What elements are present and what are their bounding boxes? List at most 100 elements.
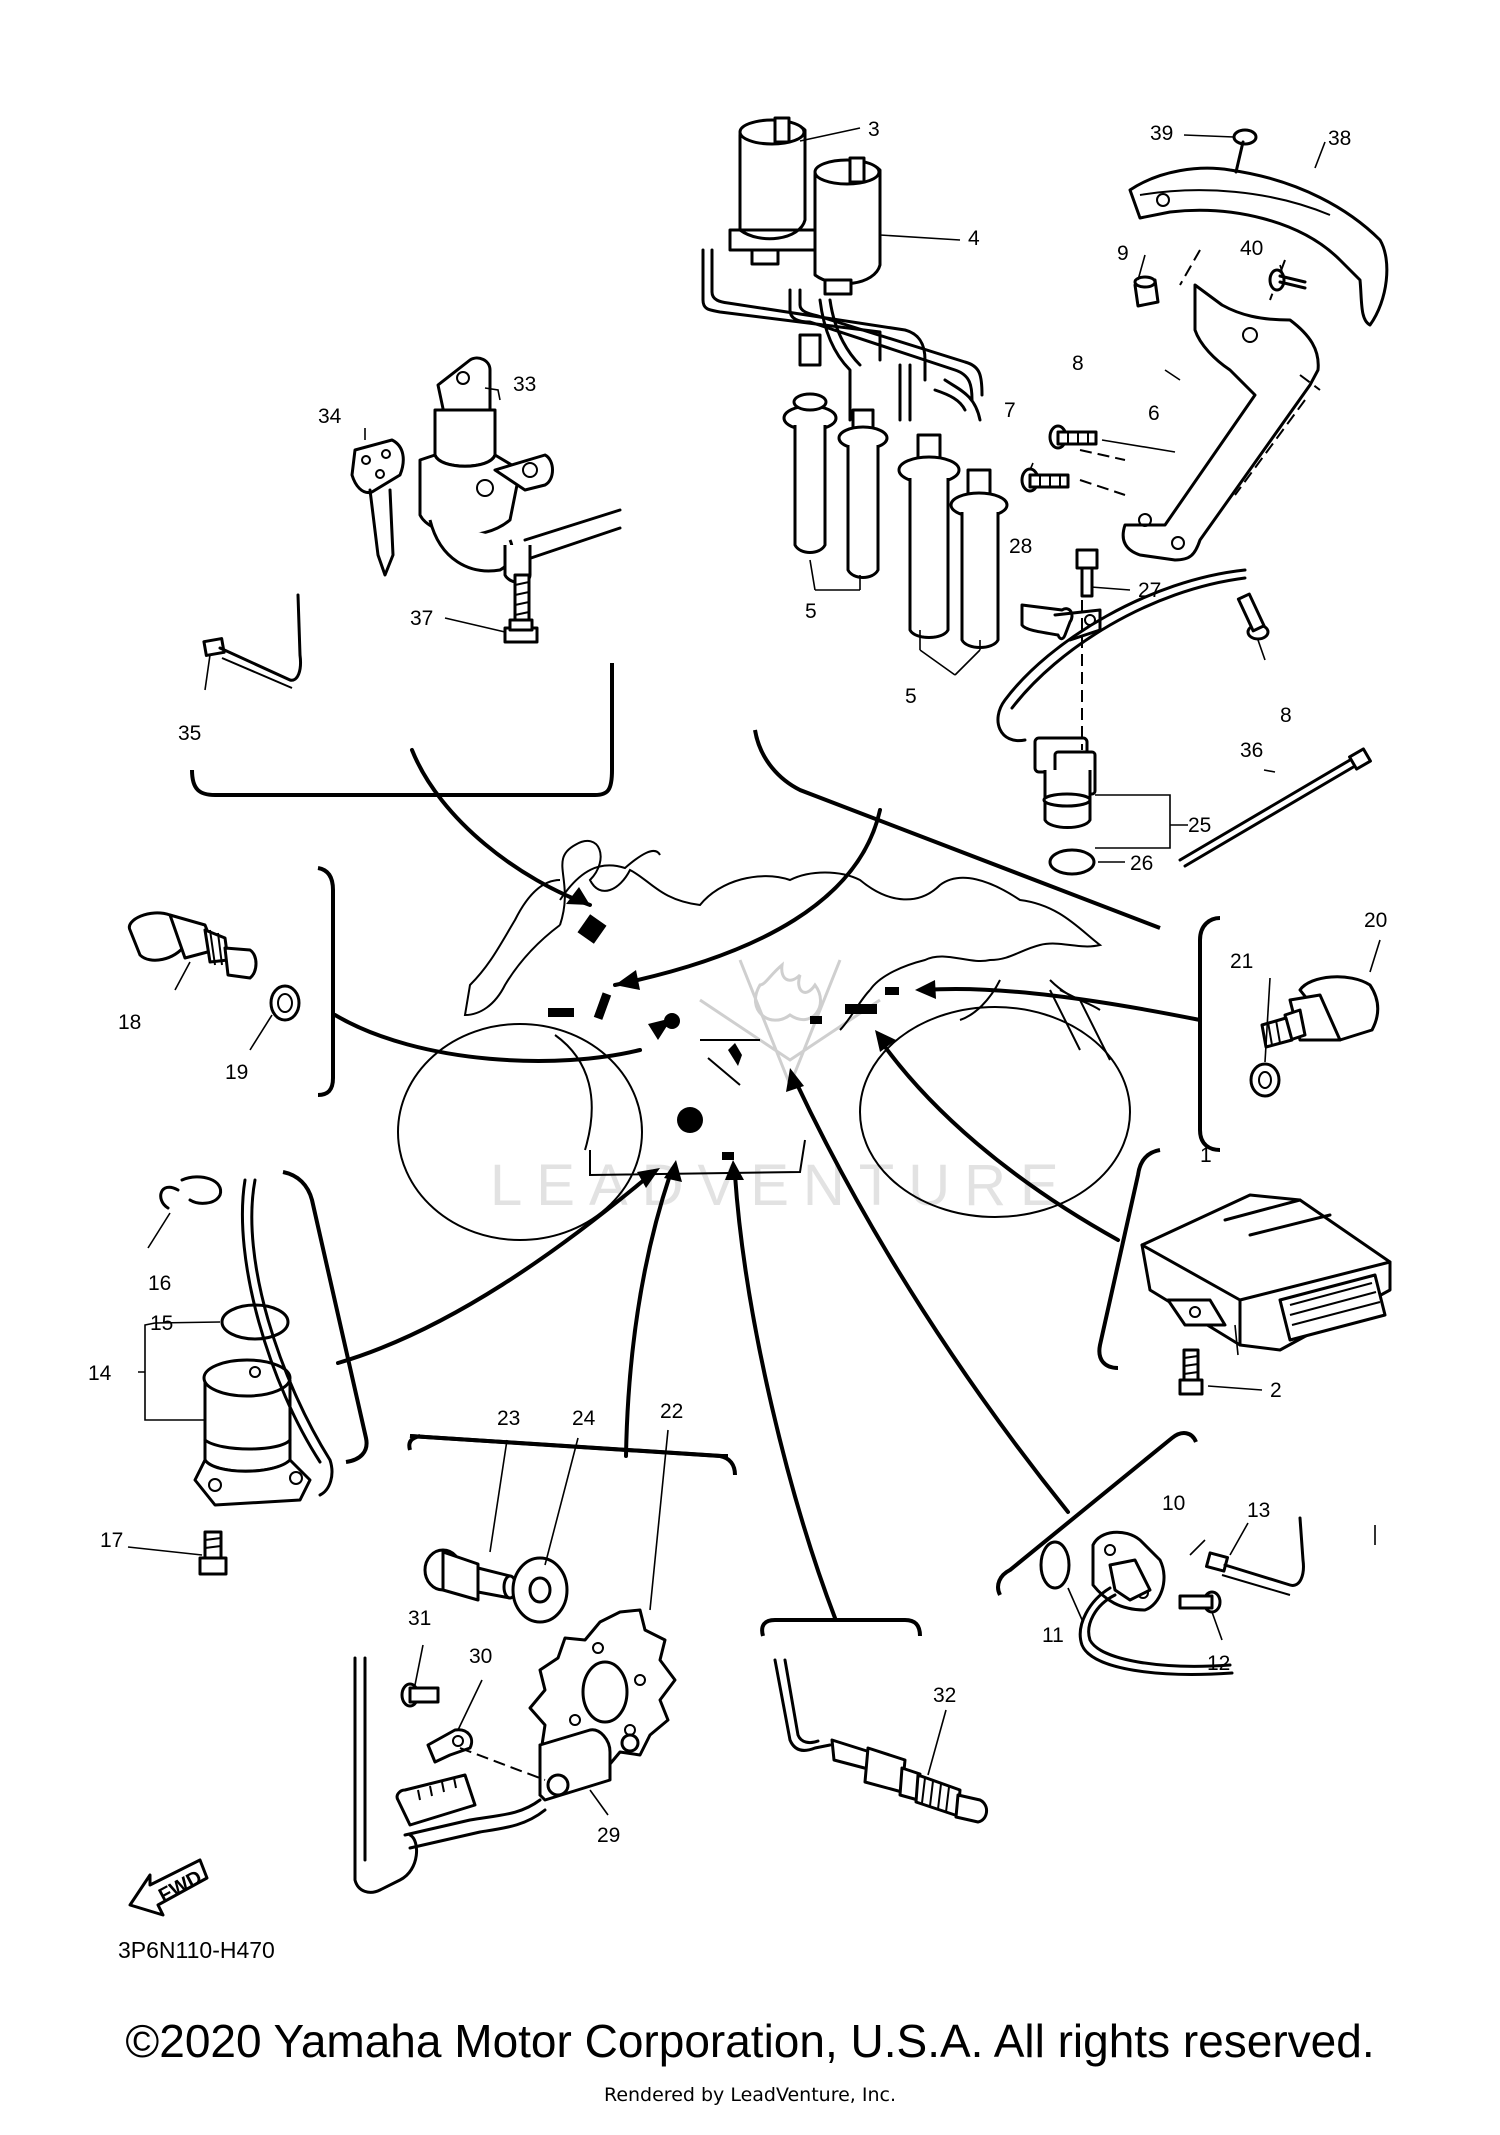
label-part-31: 31	[408, 1607, 431, 1630]
clamp-part-30	[426, 1728, 474, 1764]
bolt-part-17	[198, 1530, 228, 1576]
watermark-text: LEADVENTURE	[490, 1153, 1073, 1218]
bracket-right-middle	[1097, 1148, 1161, 1370]
bolt-part-7	[1020, 467, 1070, 493]
bolt-part-8-upper	[1048, 424, 1098, 450]
label-part-7: 7	[1004, 399, 1016, 422]
label-part-22: 22	[660, 1400, 683, 1423]
marker-7	[677, 1107, 703, 1133]
copyright-notice: ©2020 Yamaha Motor Corporation, U.S.A. A…	[125, 2015, 1375, 2067]
label-part-19: 19	[225, 1061, 248, 1084]
rendered-by-notice: Rendered by LeadVenture, Inc.	[603, 2084, 897, 2106]
bracket-bottom-right	[996, 1431, 1198, 1596]
label-part-20: 20	[1364, 909, 1387, 932]
diagram-code: 3P6N110-H470	[118, 1937, 275, 1963]
plug-cap-2	[837, 408, 889, 579]
o-ring-part-11	[1039, 1540, 1071, 1590]
label-part-26: 26	[1130, 852, 1153, 875]
sensor-group-right	[1249, 975, 1380, 1098]
o2-sensor-part-32	[773, 1658, 988, 1824]
marker-6	[810, 1016, 822, 1024]
sensor-part-20	[1260, 975, 1380, 1049]
callout-lines	[190, 663, 1221, 1637]
label-part-24: 24	[572, 1407, 596, 1430]
callout-bottom-right	[793, 1078, 1070, 1514]
washer-part-24	[511, 1556, 569, 1624]
screw-part-39	[1232, 128, 1258, 174]
sensor-group-left	[127, 911, 301, 1022]
fwd-arrow-icon: FWD	[128, 1858, 209, 1917]
label-part-39: 39	[1150, 122, 1173, 145]
label-part-9: 9	[1117, 242, 1129, 265]
connector-29	[395, 1773, 477, 1827]
label-part-38: 38	[1328, 127, 1351, 150]
label-part-32: 32	[933, 1684, 956, 1707]
bracket-assembly	[1020, 128, 1389, 641]
rear-wheel-outline	[859, 1006, 1131, 1218]
bolt-part-2	[1178, 1348, 1204, 1396]
label-part-5a: 5	[805, 600, 817, 623]
bracket-left-middle	[282, 1170, 369, 1464]
band-part-36	[1178, 747, 1372, 868]
marker-4	[845, 1004, 877, 1014]
screw-part-12	[1178, 1590, 1222, 1614]
label-part-6: 6	[1148, 402, 1160, 425]
label-part-29: 29	[597, 1824, 620, 1847]
clamp-part-28	[1020, 603, 1102, 642]
marker-3	[664, 1013, 680, 1029]
label-part-27: 27	[1138, 579, 1161, 602]
clamp-part-13	[1204, 1516, 1305, 1596]
gasket-part-19	[269, 984, 301, 1022]
label-part-8a: 8	[1072, 352, 1084, 375]
label-part-35: 35	[178, 722, 201, 745]
marker-10	[577, 914, 607, 944]
ignition-coil-part-4	[813, 156, 882, 296]
frame-outline	[554, 1034, 806, 1177]
rotor-part-22	[528, 1608, 677, 1772]
front-wheel-outline	[397, 1023, 643, 1241]
bolt-part-23	[423, 1548, 518, 1602]
sensor-part-10	[1078, 1530, 1234, 1676]
main-switch-part-33	[418, 356, 622, 584]
sensor-part-25	[1033, 600, 1097, 829]
damper-part-9	[1133, 275, 1160, 308]
callout-right	[923, 987, 1202, 1022]
part-labels: 1 2 3 4 5 5 6 7 8 8 9 10 11 12 13 14 15 …	[88, 118, 1387, 1847]
label-part-16: 16	[148, 1272, 171, 1295]
marker-9	[728, 1043, 742, 1066]
swingarm-outline	[959, 979, 1001, 1021]
label-part-30: 30	[469, 1645, 492, 1668]
bolt-part-27	[1075, 548, 1099, 598]
label-part-12: 12	[1207, 1652, 1230, 1675]
marker-1	[548, 1008, 574, 1017]
o-ring-part-26	[1048, 848, 1096, 876]
label-part-40: 40	[1240, 237, 1263, 260]
bracket-left	[317, 866, 335, 1097]
gasket-part-21	[1249, 1062, 1281, 1098]
label-part-10: 10	[1162, 1492, 1185, 1515]
label-part-36: 36	[1240, 739, 1263, 762]
fairing-outline	[559, 849, 661, 901]
callout-right-middle	[878, 1038, 1120, 1242]
bolt-part-8-lower	[1236, 592, 1270, 641]
callout-bottom-center	[624, 1173, 672, 1458]
callout-left	[333, 1013, 642, 1063]
label-part-8b: 8	[1280, 704, 1292, 727]
valve-group	[159, 1175, 334, 1576]
sensor-group-bottom-right	[1039, 1516, 1305, 1676]
plug-cap-1	[782, 333, 838, 554]
label-part-3: 3	[868, 118, 880, 141]
wires	[701, 248, 984, 422]
actuator-cable	[250, 1178, 334, 1497]
bracket-top-left	[190, 663, 614, 797]
clamp-part-35	[202, 593, 302, 689]
bolt-part-37	[503, 573, 539, 644]
sensor-cable	[996, 568, 1247, 743]
key-part-34	[350, 438, 405, 577]
plug-cap-3	[897, 433, 961, 639]
marker-5	[885, 987, 899, 995]
sensor-part-18	[127, 911, 258, 980]
leader-lines	[127, 127, 1381, 1816]
bracket-bottom-middle	[760, 1618, 922, 1637]
marker-8	[722, 1152, 734, 1160]
